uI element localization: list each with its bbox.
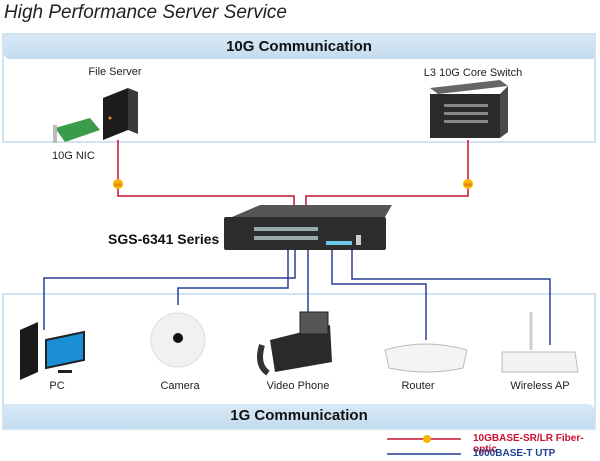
device-label-router: Router [401, 380, 435, 392]
diagram-title: High Performance Server Service [4, 2, 287, 23]
core-switch-label: L3 10G Core Switch [423, 67, 523, 79]
utp-links [43, 250, 551, 345]
device-label-video-phone: Video Phone [266, 380, 330, 392]
camera-icon [150, 312, 206, 368]
legend-fiber-line [387, 435, 461, 443]
band-1g-communication: 1G Communication [4, 404, 594, 428]
wireless-ap-icon [501, 312, 579, 373]
fiber-links [117, 140, 469, 214]
legend-utp-label: 1000BASE-T UTP [473, 448, 556, 459]
badge-10g-right: 10G [463, 179, 473, 189]
core-switch-icon [430, 80, 508, 138]
fiber-link-core-switch [305, 140, 469, 214]
file-server-icon [103, 88, 138, 140]
utp-link-pc [43, 250, 296, 330]
video-phone-icon [257, 311, 332, 376]
utp-link-router [331, 250, 427, 340]
device-label-camera: Camera [160, 380, 200, 392]
badge-10g-left: 10G [113, 179, 123, 189]
svg-text:10G: 10G [114, 182, 122, 187]
nic-card-icon [53, 118, 100, 143]
pc-icon [20, 322, 85, 380]
device-label-pc: PC [49, 380, 65, 392]
utp-link-wireless-ap [351, 250, 551, 345]
band-10g-communication: 10G Communication [4, 35, 594, 59]
switch-series-label: SGS-6341 Series [108, 231, 220, 247]
device-label-wireless-ap: Wireless AP [510, 380, 570, 392]
file-server-label: File Server [88, 66, 142, 78]
legend-fiber-label: 10GBASE-SR/LR Fiber-optic [473, 433, 584, 455]
fiber-link-file-server [117, 140, 295, 214]
utp-link-camera [177, 250, 289, 305]
sgs-6341-switch-icon [224, 205, 392, 250]
router-icon [384, 343, 468, 373]
svg-text:10G: 10G [464, 182, 472, 187]
nic-label: 10G NIC [52, 150, 95, 162]
